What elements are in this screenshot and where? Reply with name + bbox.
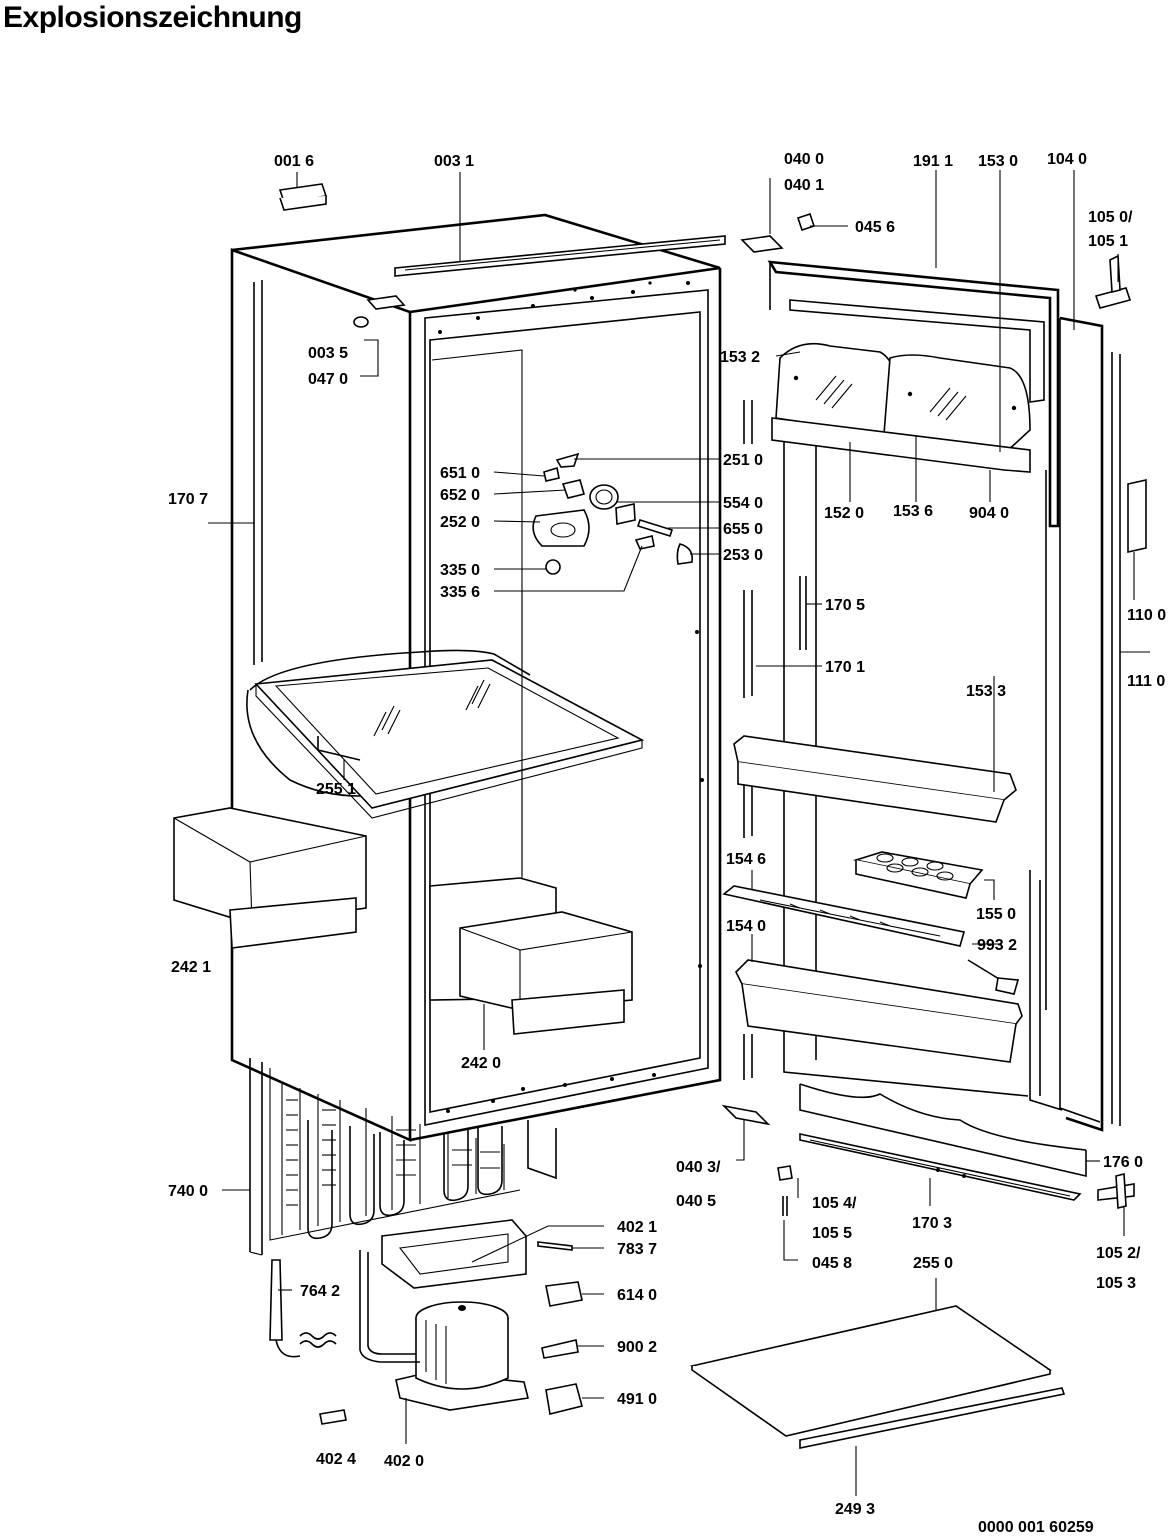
label-554-0: 554 0 — [723, 495, 763, 512]
label-191-1: 191 1 — [913, 153, 953, 170]
label-170-3: 170 3 — [912, 1215, 952, 1232]
door-compartment — [771, 299, 1045, 473]
label-040-3: 040 3/ — [676, 1159, 721, 1176]
label-783-7: 783 7 — [617, 1241, 657, 1258]
label-105-1: 105 1 — [1088, 233, 1128, 250]
page-title: Explosionszeichnung — [3, 1, 302, 34]
label-255-0: 255 0 — [913, 1255, 953, 1272]
label-040-1: 040 1 — [784, 177, 824, 194]
label-170-1: 170 1 — [825, 659, 865, 676]
label-252-0: 252 0 — [440, 514, 480, 531]
label-104-0: 104 0 — [1047, 151, 1087, 168]
cabinet-body — [230, 213, 726, 1180]
label-153-2: 153 2 — [720, 349, 760, 366]
label-242-1: 242 1 — [171, 959, 211, 976]
compressor-group — [269, 1219, 583, 1425]
label-045-8: 045 8 — [812, 1255, 852, 1272]
part-001-6 — [278, 183, 328, 211]
label-655-0: 655 0 — [723, 521, 763, 538]
label-904-0: 904 0 — [969, 505, 1009, 522]
label-040-0: 040 0 — [784, 151, 824, 168]
label-110-0: 110 0 — [1127, 607, 1166, 624]
label-154-6: 154 6 — [726, 851, 766, 868]
label-251-0: 251 0 — [723, 452, 763, 469]
strip-249-3 — [799, 1387, 1066, 1449]
label-154-0: 154 0 — [726, 918, 766, 935]
label-335-6: 335 6 — [440, 584, 480, 601]
label-402-4: 402 4 — [316, 1451, 356, 1468]
label-651-0: 651 0 — [440, 465, 480, 482]
label-153-6: 153 6 — [893, 503, 933, 520]
bottle-rail-154-6 — [722, 885, 966, 947]
label-652-0: 652 0 — [440, 487, 480, 504]
label-242-0: 242 0 — [461, 1055, 501, 1072]
label-040-5: 040 5 — [676, 1193, 716, 1210]
label-001-6: 001 6 — [274, 153, 314, 170]
label-152-0: 152 0 — [824, 505, 864, 522]
label-105-0: 105 0/ — [1088, 209, 1133, 226]
label-155-0: 155 0 — [976, 906, 1016, 923]
label-402-1: 402 1 — [617, 1219, 657, 1236]
label-047-0: 047 0 — [308, 371, 348, 388]
drawer-242-0 — [429, 877, 633, 1035]
label-170-5: 170 5 — [825, 597, 865, 614]
label-105-2: 105 2/ — [1096, 1245, 1141, 1262]
label-045-6: 045 6 — [855, 219, 895, 236]
glass-shelf — [246, 649, 645, 819]
label-105-5: 105 5 — [812, 1225, 852, 1242]
label-105-4: 105 4/ — [812, 1195, 857, 1212]
label-764-2: 764 2 — [300, 1283, 340, 1300]
label-402-0: 402 0 — [384, 1453, 424, 1470]
door-bin-153-3 — [733, 735, 1017, 823]
drawer-242-1 — [173, 807, 367, 949]
label-249-3: 249 3 — [835, 1501, 875, 1518]
glass-plate — [690, 1305, 1052, 1437]
part-labels: 001 6 003 1 003 5 047 0 040 0 040 1 045 … — [168, 151, 1166, 1518]
label-335-0: 335 0 — [440, 562, 480, 579]
egg-tray-155-0 — [852, 851, 984, 899]
label-255-1: 255 1 — [316, 781, 356, 798]
label-740-0: 740 0 — [168, 1183, 208, 1200]
label-003-5: 003 5 — [308, 345, 348, 362]
thermostat-assembly — [532, 452, 694, 575]
label-993-2: 993 2 — [977, 937, 1017, 954]
sensor-993-2 — [967, 959, 1020, 995]
label-253-0: 253 0 — [723, 547, 763, 564]
label-153-0: 153 0 — [978, 153, 1018, 170]
label-003-1: 003 1 — [434, 153, 474, 170]
label-153-3: 153 3 — [966, 683, 1006, 700]
condenser — [249, 1058, 521, 1256]
document-number: 0000 001 60259 — [978, 1519, 1094, 1536]
label-111-0: 111 0 — [1127, 673, 1165, 690]
label-491-0: 491 0 — [617, 1391, 657, 1408]
label-170-7: 170 7 — [168, 491, 208, 508]
door-bin-154-0 — [735, 959, 1023, 1063]
leader-lines — [208, 170, 1150, 1496]
label-176-0: 176 0 — [1103, 1154, 1143, 1171]
label-614-0: 614 0 — [617, 1287, 657, 1304]
label-900-2: 900 2 — [617, 1339, 657, 1356]
label-105-3: 105 3 — [1096, 1275, 1136, 1292]
